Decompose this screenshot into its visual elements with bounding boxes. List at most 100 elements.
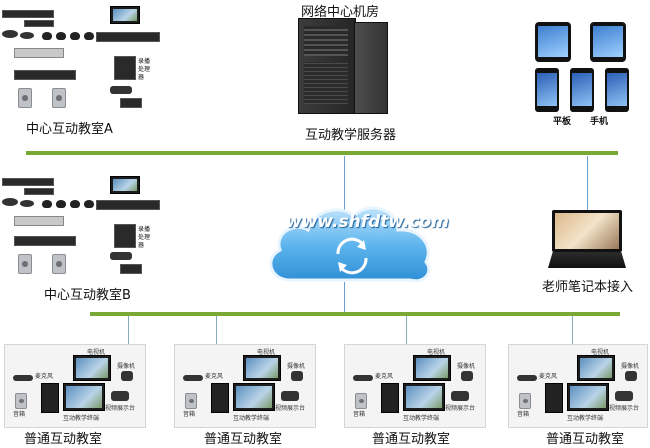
phone-icon xyxy=(570,68,594,112)
ceiling-mic-icon xyxy=(2,30,18,38)
terminal-label: 互动教学终端 xyxy=(567,415,604,422)
pc-tower-icon xyxy=(545,383,563,413)
classroom-b-label: 中心互动教室B xyxy=(44,288,131,303)
watermark-text: www.shfdtw.com xyxy=(286,212,449,232)
microphone-stand-icon xyxy=(110,252,132,260)
microphone-icon xyxy=(517,375,537,381)
room-link-2 xyxy=(216,316,217,344)
recorder-label: 录播处理器 xyxy=(138,58,151,81)
terminal-monitor xyxy=(63,383,105,411)
dome-camera-icon xyxy=(42,200,52,208)
pc-tower-icon xyxy=(211,383,229,413)
encoder-device xyxy=(14,216,64,226)
classroom-monitor xyxy=(110,176,140,194)
bottom-network-bus xyxy=(90,312,620,316)
ptz-label: 摄像机 xyxy=(287,363,306,370)
terminal-label: 互动教学终端 xyxy=(63,415,100,422)
speaker-icon xyxy=(355,393,367,409)
cloud-icon xyxy=(269,206,431,283)
amplifier-device xyxy=(14,236,76,246)
camera-label: 电视机 xyxy=(427,349,446,356)
cloud-uplink xyxy=(344,156,345,214)
classroom-a-equipment: 录播处理器 xyxy=(2,2,162,114)
matrix-device xyxy=(114,224,136,248)
room-link-3 xyxy=(406,316,407,344)
top-network-bus xyxy=(26,151,618,155)
speaker-icon xyxy=(52,254,66,274)
terminal-monitor xyxy=(403,383,445,411)
ordinary-classroom-2: 电视机 摄像机 麦克风 音箱 视频展示台 互动教学终端 xyxy=(174,344,316,428)
ptz-camera-icon xyxy=(625,371,637,381)
pc-tower-icon xyxy=(381,383,399,413)
ordinary-classroom-2-label: 普通互动教室 xyxy=(204,432,283,447)
speaker-icon xyxy=(185,393,197,409)
switch-device xyxy=(2,10,54,18)
tv-monitor xyxy=(73,355,111,381)
visualizer-icon xyxy=(111,391,129,401)
tv-monitor xyxy=(413,355,451,381)
classroom-a-label: 中心互动教室A xyxy=(26,122,113,137)
phone-label: 手机 xyxy=(590,117,609,127)
ordinary-classroom-3-label: 普通互动教室 xyxy=(372,432,451,447)
microphone-icon xyxy=(183,375,203,381)
ceiling-mic-icon xyxy=(20,32,34,39)
visualizer-icon xyxy=(281,391,299,401)
ordinary-classroom-4: 电视机 摄像机 麦克风 音箱 视频展示台 互动教学终端 xyxy=(508,344,648,428)
speaker-label: 音箱 xyxy=(183,411,196,418)
server-label: 互动教学服务器 xyxy=(305,128,397,143)
tv-monitor xyxy=(577,355,615,381)
mic-label: 麦克风 xyxy=(205,373,224,380)
tablet-label: 平板 xyxy=(553,117,572,127)
laptop-icon xyxy=(548,210,626,272)
ptz-label: 摄像机 xyxy=(117,363,136,370)
recorder-label: 录播处理器 xyxy=(138,226,151,249)
encoder-device xyxy=(14,48,64,58)
dome-camera-icon xyxy=(70,200,80,208)
terminal-monitor xyxy=(233,383,275,411)
audio-processor xyxy=(24,20,54,27)
classroom-b-equipment: 录播处理器 xyxy=(2,172,162,280)
dome-camera-icon xyxy=(56,200,66,208)
ordinary-classroom-1-label: 普通互动教室 xyxy=(24,432,103,447)
mic-label: 麦克风 xyxy=(375,373,394,380)
dome-camera-icon xyxy=(42,32,52,40)
microphone-icon xyxy=(13,375,33,381)
server-tower-icon xyxy=(298,18,388,114)
ptz-label: 摄像机 xyxy=(457,363,476,370)
camera-label: 电视机 xyxy=(591,349,610,356)
speaker-icon xyxy=(519,393,531,409)
camera-label: 电视机 xyxy=(87,349,106,356)
visualizer-icon xyxy=(615,391,633,401)
terminal-label: 互动教学终端 xyxy=(233,415,270,422)
microphone-icon xyxy=(353,375,373,381)
phone-icon xyxy=(535,68,559,112)
room-link-1 xyxy=(128,316,129,344)
switch-device xyxy=(2,178,54,186)
ordinary-classroom-3: 电视机 摄像机 麦克风 音箱 视频展示台 互动教学终端 xyxy=(344,344,486,428)
terminal-monitor xyxy=(567,383,609,411)
dome-camera-icon xyxy=(70,32,80,40)
pointer-label: 视频展示台 xyxy=(105,405,136,412)
room-link-4 xyxy=(572,316,573,344)
camera-label: 电视机 xyxy=(257,349,276,356)
tablet-icon xyxy=(590,22,626,62)
ptz-camera-icon xyxy=(121,371,133,381)
mic-label: 麦克风 xyxy=(35,373,54,380)
server-room-label: 网络中心机房 xyxy=(301,5,380,20)
laptop-link xyxy=(587,156,588,210)
visualizer-icon xyxy=(451,391,469,401)
dome-camera-icon xyxy=(84,32,94,40)
recording-server xyxy=(96,32,160,42)
mixer-device xyxy=(120,98,142,108)
laptop-label: 老师笔记本接入 xyxy=(542,280,634,295)
mic-label: 麦克风 xyxy=(539,373,558,380)
speaker-label: 音箱 xyxy=(517,411,530,418)
audio-processor xyxy=(24,188,54,195)
dome-camera-icon xyxy=(84,200,94,208)
tv-monitor xyxy=(243,355,281,381)
speaker-icon xyxy=(52,88,66,108)
ceiling-mic-icon xyxy=(20,200,34,207)
pc-tower-icon xyxy=(41,383,59,413)
phone-icon xyxy=(605,68,629,112)
pointer-label: 视频展示台 xyxy=(445,405,476,412)
